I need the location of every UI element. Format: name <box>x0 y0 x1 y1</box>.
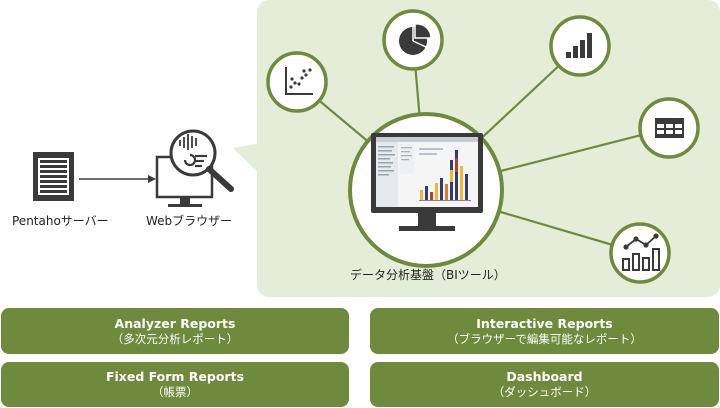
card-subtitle: （多次元分析レポート） <box>111 331 239 346</box>
card-analyzer-reports[interactable]: Analyzer Reports （多次元分析レポート） <box>1 308 349 354</box>
card-title: Interactive Reports <box>476 315 613 331</box>
card-title: Dashboard <box>506 369 583 384</box>
card-subtitle: （ダッシュボード） <box>492 385 597 399</box>
pie-chart-icon <box>382 9 444 71</box>
card-dashboard[interactable]: Dashboard （ダッシュボード） <box>370 362 719 407</box>
card-fixed-form-reports[interactable]: Fixed Form Reports （帳票） <box>1 362 349 407</box>
card-title: Fixed Form Reports <box>105 369 245 384</box>
bar-line-chart-icon <box>609 222 671 284</box>
browser-connector-wedge <box>233 136 305 176</box>
bi-platform-hub <box>348 112 504 268</box>
scatter-chart-icon <box>266 51 328 113</box>
browser-label: Webブラウザー <box>146 214 233 228</box>
server-icon <box>33 152 74 201</box>
browser-analytics-icon <box>155 129 234 207</box>
server-to-browser-arrow <box>79 175 156 183</box>
card-interactive-reports[interactable]: Interactive Reports （ブラウザーで編集可能なレポート） <box>370 308 719 354</box>
monitor-icon <box>371 133 483 231</box>
server-label: Pentahoサーバー <box>12 214 109 228</box>
card-subtitle: （ブラウザーで編集可能なレポート） <box>447 331 642 346</box>
card-title: Analyzer Reports <box>114 315 236 331</box>
bar-chart-icon <box>549 15 611 77</box>
table-icon <box>638 97 700 159</box>
platform-label: データ分析基盤（BIツール） <box>350 268 506 282</box>
card-subtitle: （帳票） <box>152 385 198 399</box>
